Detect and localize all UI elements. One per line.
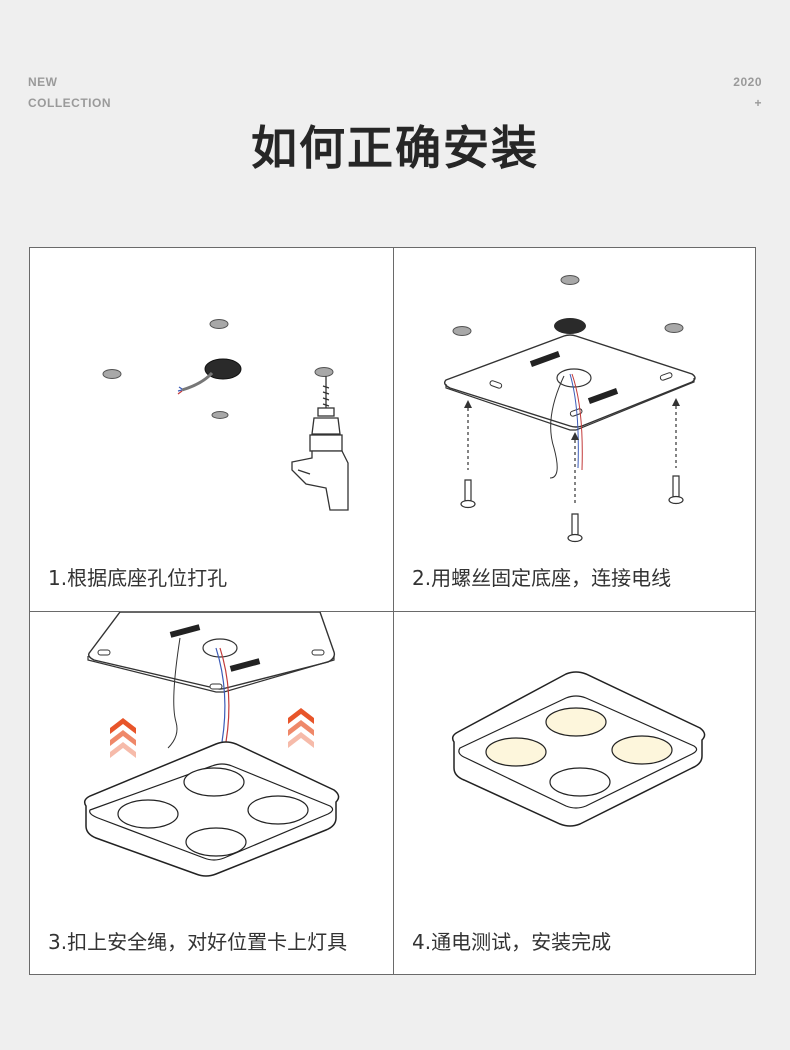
step-4-caption: 4.通电测试，安装完成 [412, 930, 612, 954]
step-1-panel: 1.根据底座孔位打孔 [30, 248, 393, 611]
drill-holes-illustration [102, 319, 349, 511]
step-2-caption: 2.用螺丝固定底座，连接电线 [412, 566, 672, 590]
year-label: 2020 + [733, 72, 762, 114]
new-label: NEW [28, 75, 58, 89]
collection-label: COLLECTION [28, 96, 111, 110]
grid-divider-horizontal [30, 611, 755, 612]
step-2-panel: 2.用螺丝固定底座，连接电线 [394, 248, 757, 611]
step-1-caption: 1.根据底座孔位打孔 [48, 566, 228, 590]
finished-fixture-illustration [451, 671, 706, 827]
attach-fixture-illustration [83, 612, 340, 877]
page-title: 如何正确安装 [251, 121, 539, 175]
plus-mark: + [754, 96, 762, 110]
step-3-caption: 3.扣上安全绳，对好位置卡上灯具 [48, 930, 348, 954]
step-3-panel: 3.扣上安全绳，对好位置卡上灯具 [30, 612, 393, 975]
mount-base-illustration [443, 275, 696, 543]
installation-steps-grid: 1.根据底座孔位打孔 [29, 247, 756, 975]
step-4-panel: 4.通电测试，安装完成 [394, 612, 757, 975]
new-collection-label: NEW COLLECTION [28, 72, 111, 114]
year-text: 2020 [733, 75, 762, 89]
